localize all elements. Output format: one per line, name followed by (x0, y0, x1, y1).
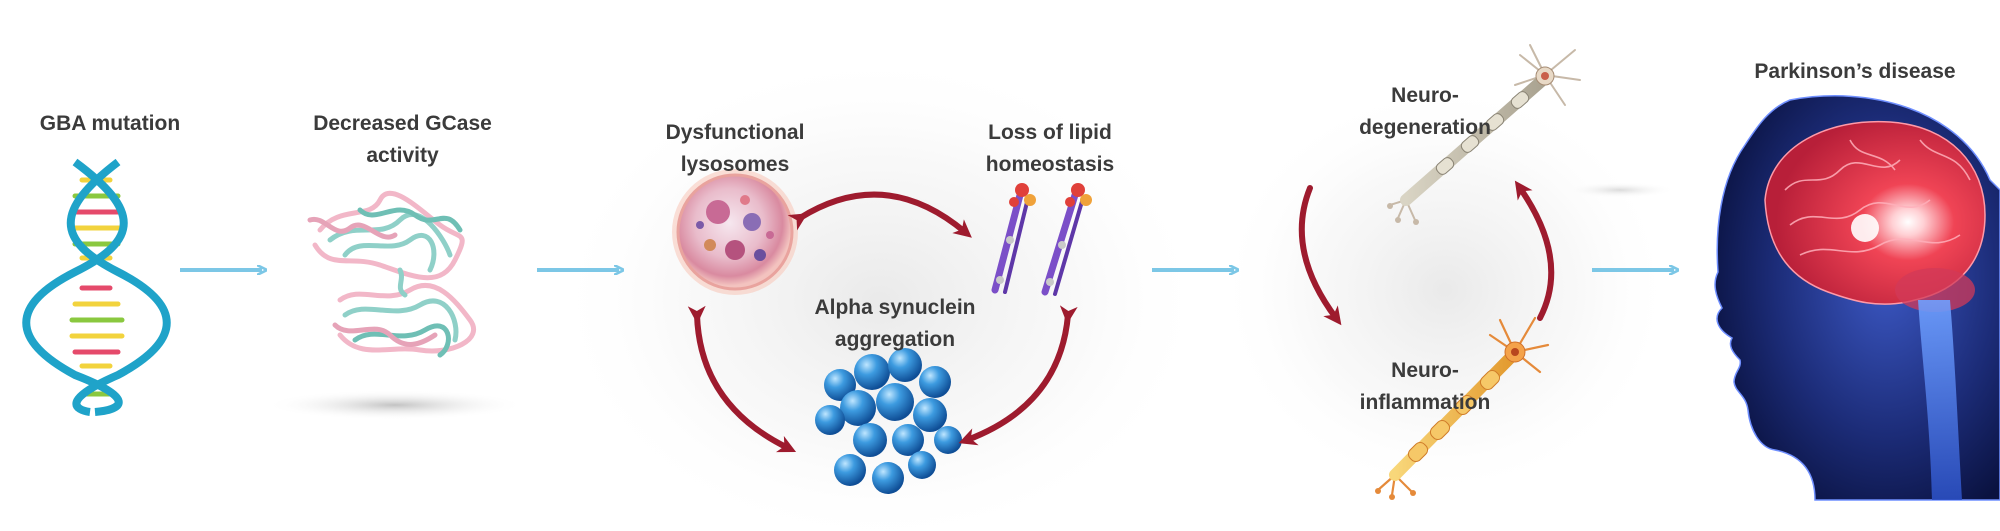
cycle-arrow-up (1514, 180, 1555, 321)
label-alpha-synuclein: Alpha synuclein aggregation (775, 292, 1015, 356)
label-alpha-line1: Alpha synuclein (814, 296, 976, 319)
cycle-arrow-left (687, 305, 797, 453)
label-dysfunctional-lysosomes: Dysfunctional lysosomes (625, 117, 845, 181)
cycle-arrow-right (958, 305, 1078, 446)
brain-head-icon (1714, 95, 2000, 501)
label-gcase-line1: Decreased GCase (313, 112, 492, 135)
label-neurodeg-line1: Neuro- (1391, 84, 1459, 107)
label-neurodegeneration: Neuro- degeneration (1340, 80, 1510, 144)
lipid-molecules-icon (991, 183, 1092, 296)
label-neurodeg-line2: degeneration (1359, 116, 1491, 139)
label-lyso-line2: lysosomes (680, 153, 790, 176)
label-alpha-line2: aggregation (834, 328, 956, 351)
label-gba-text: GBA mutation (39, 112, 181, 135)
label-pd-text: Parkinson’s disease (1754, 60, 1956, 83)
label-gcase-line2: activity (366, 144, 439, 167)
label-gcase-activity: Decreased GCase activity (280, 108, 525, 172)
label-lipid-homeostasis: Loss of lipid homeostasis (940, 117, 1160, 181)
cycle-arrows (687, 180, 1555, 453)
label-neuroinf-line2: inflammation (1359, 391, 1491, 414)
cycle-arrow-down (1298, 185, 1342, 326)
protein-aggregate-icon (815, 348, 962, 494)
lysosome-cell-icon (672, 169, 798, 295)
label-neuroinf-line1: Neuro- (1391, 359, 1459, 382)
neuron-icon (1387, 44, 1675, 225)
protein-structure-icon (265, 190, 525, 420)
label-neuroinflammation: Neuro- inflammation (1335, 355, 1515, 419)
neuro-haze (1215, 80, 1675, 500)
label-parkinsons-disease: Parkinson’s disease (1725, 56, 1985, 88)
label-lyso-line1: Dysfunctional (665, 121, 805, 144)
label-lipid-line1: Loss of lipid (988, 121, 1112, 144)
label-lipid-line2: homeostasis (985, 153, 1115, 176)
inflamed-neuron-icon (1375, 316, 1550, 500)
cycle-arrow-top (787, 191, 972, 238)
label-gba-mutation: GBA mutation (10, 108, 210, 140)
dna-helix-icon (22, 158, 171, 416)
